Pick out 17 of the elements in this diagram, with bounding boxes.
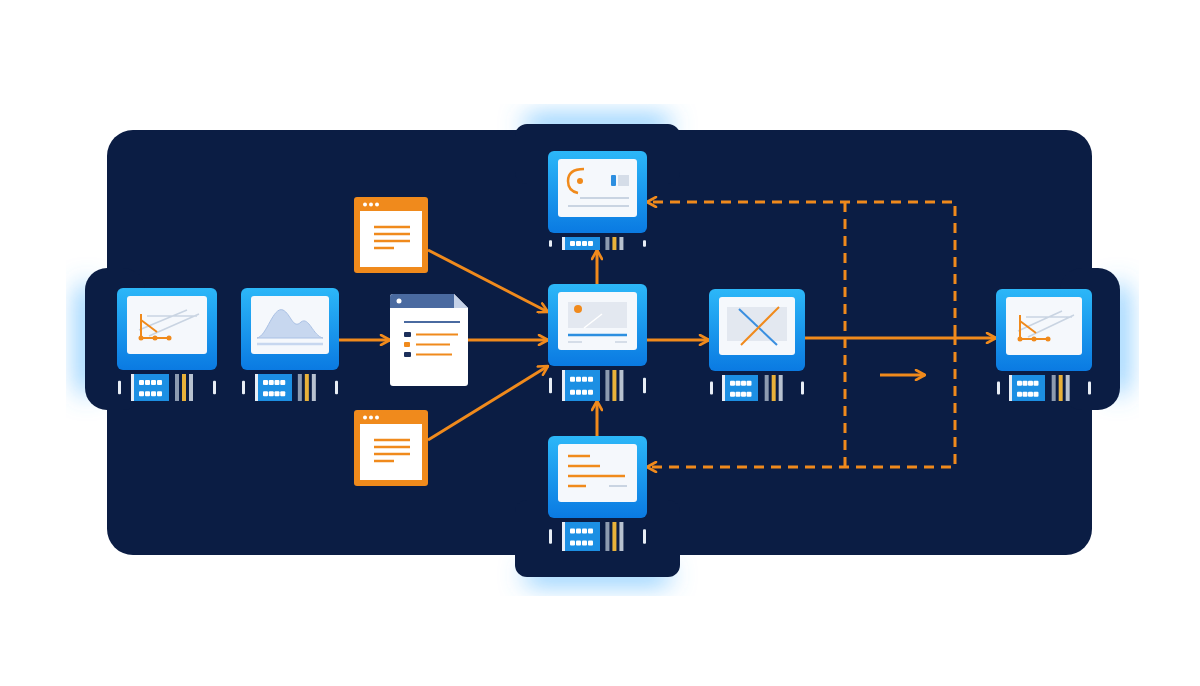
dashed-arrow [645,335,957,474]
monitor-icon [241,288,339,401]
document-icon [354,410,428,486]
arrow [339,333,392,347]
arrow [590,399,604,436]
document-icon [390,294,468,386]
document-icon [354,197,428,273]
monitor-icon [548,284,647,401]
monitor-icon [709,289,805,401]
arrow [427,364,550,442]
arrow [427,248,550,314]
arrow [468,333,550,347]
dashed-arrow [645,195,957,335]
arrow [647,333,711,347]
arrow [805,331,998,345]
monitor-icon [117,288,217,401]
arrow [590,248,604,284]
